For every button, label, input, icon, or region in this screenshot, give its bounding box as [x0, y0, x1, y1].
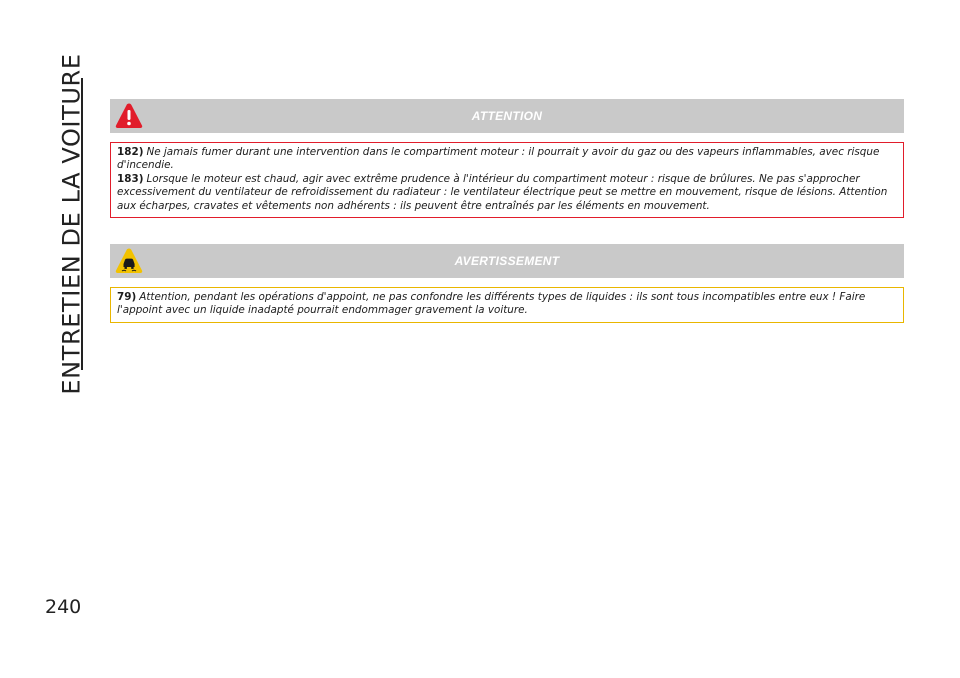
attention-block: ATTENTION 182)Ne jamais fumer durant une… [110, 99, 904, 219]
attention-banner: ATTENTION [110, 99, 904, 133]
chapter-title: ENTRETIEN DE LA VOITURE [52, 53, 92, 394]
attention-item: 182)Ne jamais fumer durant une intervent… [117, 146, 897, 173]
car-skid-warning-icon [115, 248, 143, 273]
attention-title: ATTENTION [471, 109, 543, 123]
attention-box: 182)Ne jamais fumer durant une intervent… [110, 142, 904, 219]
item-text: Ne jamais fumer durant une intervention … [117, 146, 880, 172]
item-text: Attention, pendant les opérations d'appo… [117, 291, 866, 317]
avertissement-banner: AVERTISSEMENT [110, 244, 904, 278]
item-ref: 183) [117, 172, 144, 185]
avertissement-box: 79)Attention, pendant les opérations d'a… [110, 287, 904, 323]
page-number: 240 [45, 596, 82, 618]
item-ref: 182) [117, 146, 144, 158]
avertissement-block: AVERTISSEMENT 79)Attention, pendant les … [110, 244, 904, 323]
warning-triangle-icon [115, 103, 143, 128]
chapter-divider [81, 78, 83, 370]
avertissement-title: AVERTISSEMENT [454, 254, 560, 268]
item-text: Lorsque le moteur est chaud, agir avec e… [117, 172, 888, 212]
avertissement-item: 79)Attention, pendant les opérations d'a… [117, 291, 897, 318]
item-ref: 79) [117, 291, 137, 303]
attention-item: 183)Lorsque le moteur est chaud, agir av… [117, 173, 897, 213]
